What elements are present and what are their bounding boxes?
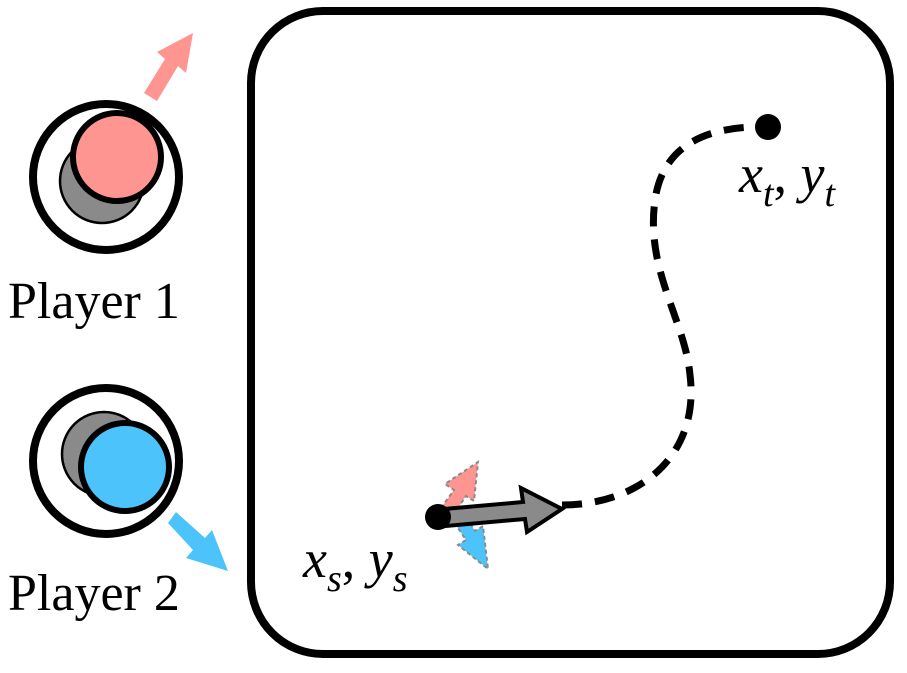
combined-arrow (441, 484, 566, 536)
player-1-group: Player 1 (8, 33, 193, 330)
player-1-arrow (144, 33, 193, 101)
trajectory-path (561, 123, 769, 509)
player-1-puck (70, 110, 164, 204)
player-2-puck (78, 420, 172, 514)
arena: xs, ys xt, yt (247, 7, 894, 658)
player-1-label: Player 1 (8, 273, 180, 330)
target-point (755, 114, 781, 140)
start-point (425, 504, 451, 530)
player-2-label: Player 2 (8, 565, 180, 622)
target-label: xt, yt (738, 144, 837, 215)
player-2-ring (29, 384, 183, 538)
arena-border (247, 7, 894, 658)
start-label: xs, ys (302, 529, 408, 600)
player-2-arrow (168, 512, 228, 571)
player-2-group: Player 2 (8, 384, 228, 622)
player-1-ring (29, 100, 183, 254)
